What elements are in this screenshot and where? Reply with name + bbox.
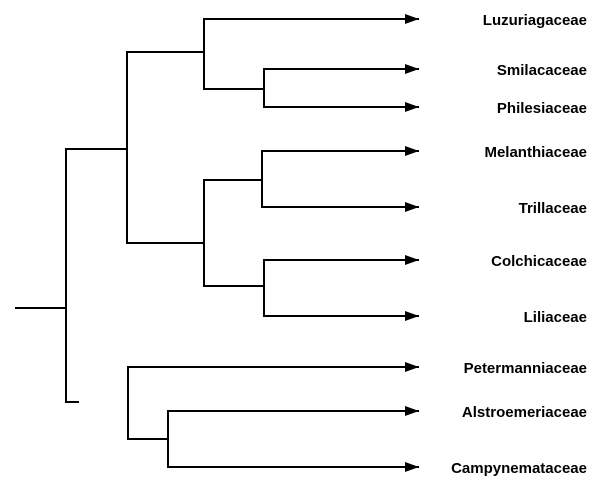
taxon-label-smilacaceae: Smilacaceae bbox=[497, 62, 587, 79]
taxon-label-liliaceae: Liliaceae bbox=[524, 309, 587, 326]
taxon-label-luzuriagaceae: Luzuriagaceae bbox=[483, 12, 587, 29]
taxon-label-melanthiaceae: Melanthiaceae bbox=[484, 144, 587, 161]
taxon-label-colchicaceae: Colchicaceae bbox=[491, 253, 587, 270]
taxon-label-alstroemeriaceae: Alstroemeriaceae bbox=[462, 404, 587, 421]
taxon-label-trillaceae: Trillaceae bbox=[519, 200, 587, 217]
taxon-label-philesiaceae: Philesiaceae bbox=[497, 100, 587, 117]
taxon-label-campynemataceae: Campynemataceae bbox=[451, 460, 587, 477]
taxon-label-petermanniaceae: Petermanniaceae bbox=[464, 360, 587, 377]
